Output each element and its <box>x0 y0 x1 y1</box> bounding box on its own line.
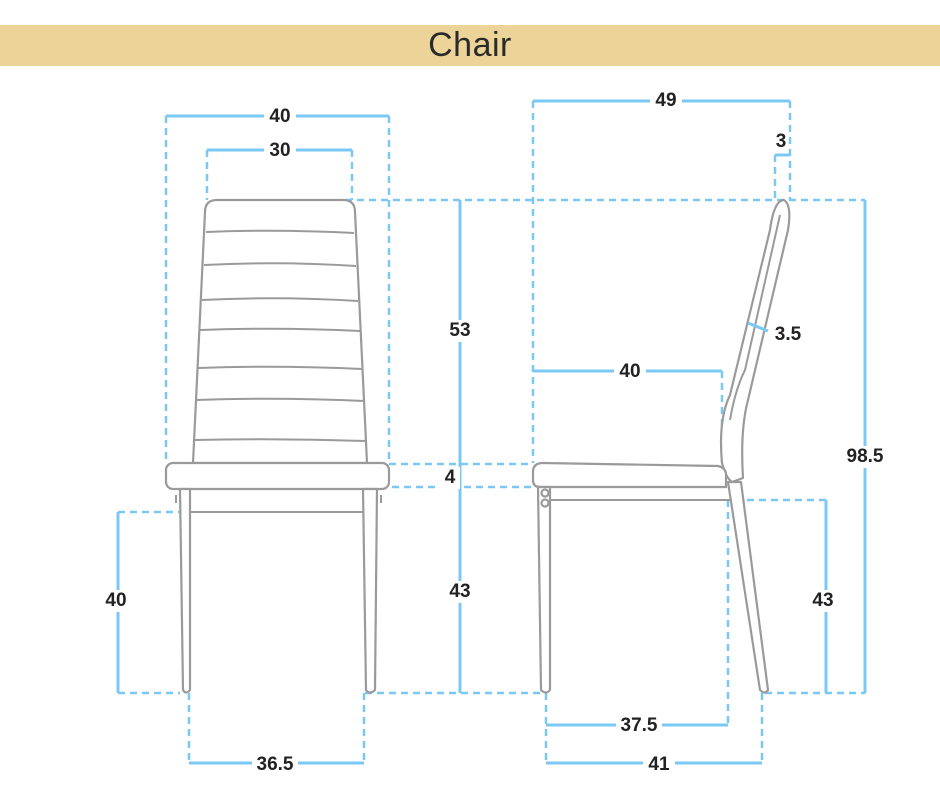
dimension-label: 49 <box>655 90 676 111</box>
front-view-chair <box>164 198 391 694</box>
dimension-seat-depth: 40 <box>533 361 722 382</box>
dimension-label: 40 <box>269 106 290 127</box>
dimension-label: 98.5 <box>847 446 884 467</box>
dimension-back-top: 3 <box>775 131 790 157</box>
dimension-label: 40 <box>619 361 640 382</box>
dimension-front-width: 40 <box>166 106 389 127</box>
dimension-label: 41 <box>648 754 670 775</box>
dimension-label: 3 <box>776 131 787 152</box>
dimension-label: 3.5 <box>775 324 802 345</box>
dimension-total-height: 98.5 <box>842 200 888 693</box>
dimension-front-heights: 53 4 43 <box>440 200 475 693</box>
dimension-label: 37.5 <box>621 715 658 736</box>
bolt-icon <box>540 488 550 498</box>
dimension-crossbar-height: 40 <box>102 512 132 693</box>
title-banner: Chair <box>0 25 940 66</box>
dimension-label: 36.5 <box>257 754 294 775</box>
dimension-inner-leg-spread: 37.5 <box>546 715 728 736</box>
dimension-label: 30 <box>269 140 290 161</box>
dimension-label: 40 <box>105 590 126 611</box>
dimension-side-depth: 49 <box>533 90 790 111</box>
guide-lines <box>118 101 865 763</box>
dimension-label: 43 <box>449 581 470 602</box>
dimension-outer-leg-spread: 41 <box>546 753 762 775</box>
dimension-side-seat-height: 43 <box>810 500 840 693</box>
dimension-back-thickness: 3.5 <box>747 321 802 345</box>
dimension-leg-spread: 36.5 <box>189 753 364 775</box>
side-view-chair <box>531 198 791 694</box>
dimension-back-width: 30 <box>207 140 352 161</box>
dimension-label: 4 <box>445 467 456 488</box>
dimension-label: 43 <box>812 590 833 611</box>
page-title: Chair <box>428 26 512 64</box>
bolt-icon <box>540 498 550 508</box>
dimension-label: 53 <box>449 320 470 341</box>
